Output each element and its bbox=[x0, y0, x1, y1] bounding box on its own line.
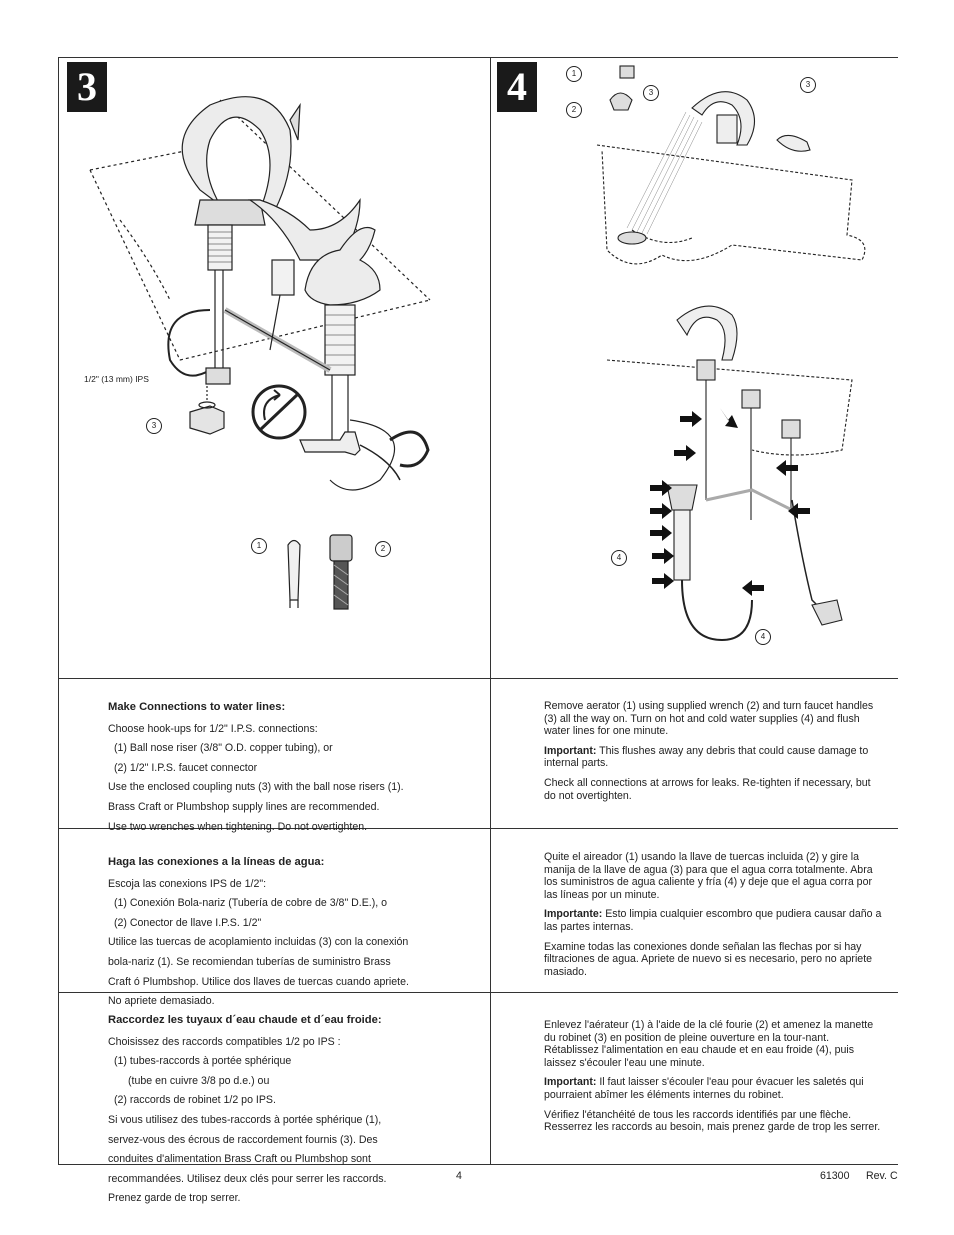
rotate-arrow-icon bbox=[389, 430, 430, 468]
ball-nose-riser bbox=[287, 539, 301, 608]
callout-supply-right: 4 bbox=[755, 629, 771, 645]
text-line: servez-vous des écrous de raccordement f… bbox=[108, 1133, 378, 1146]
top-handle-right bbox=[776, 134, 811, 152]
text-line: conduites d'alimentation Brass Craft ou … bbox=[108, 1153, 371, 1166]
french-right-p1: Enlevez l'aérateur (1) à l'aide de la cl… bbox=[544, 1019, 874, 1069]
french-right-text: Enlevez l'aérateur (1) à l'aide de la cl… bbox=[544, 1019, 886, 1134]
text-line: Choisissez des raccords compatibles 1/2 … bbox=[108, 1035, 341, 1048]
callout-aerator: 1 bbox=[566, 66, 582, 82]
spanish-right-p1: Quite el aireador (1) usando la llave de… bbox=[544, 851, 873, 901]
text-line: (tube en cuivre 3/8 po d.e.) ou bbox=[128, 1074, 270, 1087]
step-3-illustration bbox=[89, 96, 431, 610]
french-right-p3: Vérifiez l'étanchéité de tous les raccor… bbox=[544, 1108, 881, 1134]
column-divider bbox=[490, 57, 491, 1165]
text-line: Use two wrenches when tightening. Do not… bbox=[108, 820, 368, 833]
page-frame bbox=[58, 57, 898, 1165]
text-line: Craft ó Plumbshop. Utilice dos llaves de… bbox=[108, 975, 409, 988]
faucet-handle-left bbox=[248, 198, 361, 261]
english-left-heading: Make Connections to water lines: bbox=[108, 701, 286, 713]
faucet-spout bbox=[181, 96, 292, 211]
callout-supply-left: 4 bbox=[611, 550, 627, 566]
wrench-icon bbox=[299, 431, 401, 481]
text-line: Utilice las tuercas de acoplamiento incl… bbox=[108, 936, 409, 949]
page-number: 4 bbox=[456, 1170, 462, 1182]
callout-handle-left: 3 bbox=[643, 85, 659, 101]
english-right-text: Remove aerator (1) using supplied wrench… bbox=[544, 700, 882, 802]
step-3-badge: 3 bbox=[67, 62, 107, 112]
ips-label: 1/2" (13 mm) IPS bbox=[84, 374, 149, 384]
text-line: Prenez garde de trop serrer. bbox=[108, 1192, 241, 1205]
step-4-badge: 4 bbox=[497, 62, 537, 112]
english-right-p2: Important: This flushes away any debris … bbox=[544, 744, 869, 770]
shutoff-valve bbox=[811, 599, 843, 626]
english-right-p3: Check all connections at arrows for leak… bbox=[544, 776, 871, 802]
row-divider-2 bbox=[58, 828, 898, 829]
text-line: (1) Ball nose riser (3/8" O.D. copper tu… bbox=[114, 742, 333, 755]
row-divider-1 bbox=[58, 678, 898, 679]
french-right-p2: Important: Il faut laisser s'écouler l'e… bbox=[544, 1076, 864, 1101]
french-left-text: Raccordez les tuyaux d´eau chaude et d´e… bbox=[108, 1014, 483, 1205]
coupling-nut bbox=[189, 405, 225, 435]
english-right-p1: Remove aerator (1) using supplied wrench… bbox=[544, 700, 874, 738]
revision: Rev. C bbox=[866, 1170, 898, 1182]
bottom-faucet-spout bbox=[676, 305, 738, 361]
callout-wrench: 2 bbox=[566, 102, 582, 118]
text-line: Use the enclosed coupling nuts (3) with … bbox=[108, 781, 404, 794]
english-left-text: Make Connections to water lines: Choose … bbox=[108, 701, 478, 833]
callout-ball-nose: 1 bbox=[251, 538, 267, 554]
row-divider-3 bbox=[58, 992, 898, 993]
callout-connector: 2 bbox=[375, 541, 391, 557]
text-line: Choose hook-ups for 1/2" I.P.S. connecti… bbox=[108, 722, 318, 735]
text-line: recommandées. Utilisez deux clés pour se… bbox=[108, 1172, 387, 1185]
callout-handle-right: 3 bbox=[800, 77, 816, 93]
text-line: (2) 1/2" I.P.S. faucet connector bbox=[114, 761, 258, 774]
spanish-right-p3: Examine todas las conexiones donde señal… bbox=[544, 940, 873, 978]
french-left-heading: Raccordez les tuyaux d´eau chaude et d´e… bbox=[108, 1014, 382, 1026]
no-rotate-icon bbox=[251, 384, 307, 440]
doc-number: 61300 bbox=[820, 1170, 850, 1182]
spanish-left-text: Haga las conexiones a la líneas de agua:… bbox=[108, 856, 483, 1008]
aerator bbox=[619, 65, 635, 79]
text-line: (1) Conexión Bola-nariz (Tubería de cobr… bbox=[114, 897, 388, 910]
spanish-right-text: Quite el aireador (1) usando la llave de… bbox=[544, 851, 882, 978]
spanish-right-p2: Importante: Esto limpia cualquier escomb… bbox=[544, 908, 882, 933]
top-faucet-spout bbox=[691, 91, 756, 146]
faucet-connector bbox=[329, 534, 353, 610]
text-line: Si vous utilisez des tubes-raccords à po… bbox=[108, 1113, 382, 1126]
text-line: (1) tubes-raccords à portée sphérique bbox=[114, 1055, 292, 1068]
step-4-illustration bbox=[596, 65, 866, 642]
callout-coupling-nut: 3 bbox=[146, 418, 162, 434]
drain-assembly bbox=[666, 484, 698, 511]
text-line: No apriete demasiado. bbox=[108, 995, 215, 1008]
text-line: Brass Craft or Plumbshop supply lines ar… bbox=[108, 800, 380, 813]
text-line: Escoja las conexions IPS de 1/2": bbox=[108, 877, 267, 890]
arrow-icon bbox=[650, 408, 810, 596]
text-line: bola-nariz (1). Se recomiendan tuberías … bbox=[108, 955, 391, 968]
aerator-wrench bbox=[609, 92, 633, 111]
text-line: (2) Conector de llave I.P.S. 1/2" bbox=[114, 916, 262, 929]
spanish-left-heading: Haga las conexiones a la líneas de agua: bbox=[108, 856, 325, 868]
text-line: (2) raccords de robinet 1/2 po IPS. bbox=[114, 1094, 276, 1107]
